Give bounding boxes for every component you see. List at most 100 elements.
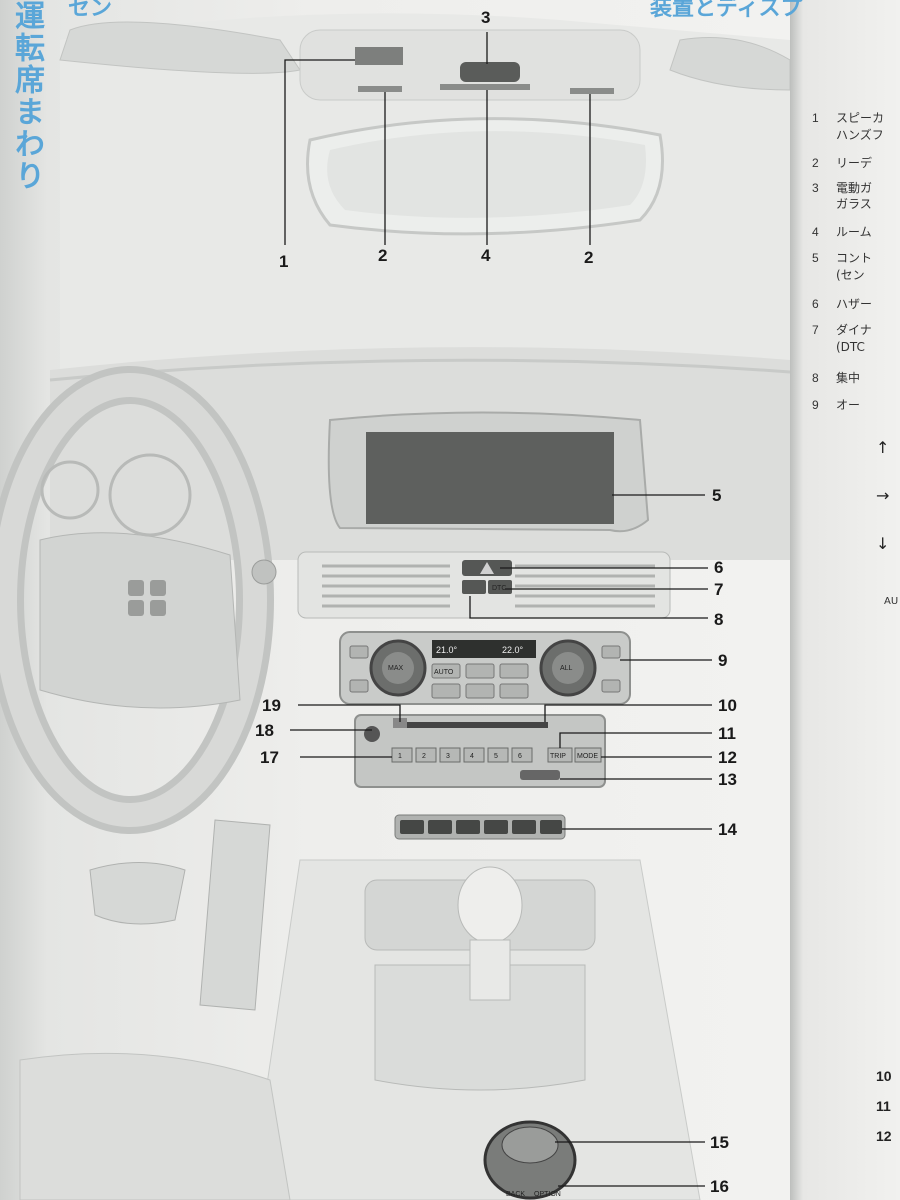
preset-label: 2 [422,753,426,760]
preset-button [415,747,437,763]
reading-light-left [358,86,402,92]
section-heading-right: 装置とディスプ [650,0,803,21]
preset-label: 3 [446,753,450,760]
fan-speed-button [601,679,621,693]
sun-visor-right [669,37,790,91]
mode-button [574,747,602,763]
tune-switch [520,770,560,780]
brake-pedal [89,862,186,925]
callout-18: 18 [255,721,274,740]
wheel-button [150,600,166,616]
gear-shift-boot [374,964,586,1091]
max-label: MAX [388,665,404,672]
climate-knob-left-center [382,652,414,684]
section-heading-left: セン [68,0,113,21]
callout-14: 14 [718,820,737,839]
preset-label: 5 [494,753,498,760]
callout-9: 9 [718,651,728,670]
defrost-button [349,645,369,659]
switch-bank-buttons [400,820,562,834]
ac-button [349,679,369,693]
callout-16: 16 [710,1177,729,1196]
hazard-icon [480,562,494,574]
leader-lines [284,32,712,1187]
callout-5: 5 [712,486,722,505]
climate-knob-right-center [552,652,584,684]
callout-10: 10 [718,696,737,715]
eject-button [393,718,407,728]
legend-item: (セン [836,268,865,282]
recirculation-button [499,663,529,679]
legend-item: ガラス [836,197,872,211]
preset-button [463,747,485,763]
arrow-up-icon: ↑ [876,438,890,457]
control-display-screen [366,432,614,524]
gear-lever-knob [457,866,523,944]
manual-right-page [790,0,900,1200]
climate-button [499,683,529,699]
callout-2: 2 [378,246,388,265]
callout-4: 4 [481,246,491,265]
callout-6: 6 [714,558,724,577]
preset-buttons: 1 2 3 4 5 6 [391,747,533,763]
callout-13: 13 [718,770,737,789]
side-small-text: AU [884,596,899,607]
callout-17: 17 [260,748,279,767]
legend-item: ハンズフ [836,128,884,142]
option-label: OPTION [534,1191,561,1198]
steering-wheel-rim [0,373,267,827]
mode-label: MODE [577,753,598,760]
climate-display [432,640,536,658]
preset-label: 4 [470,753,474,760]
seat-heater-button [431,683,461,699]
rear-defrost-button [601,645,621,659]
callout-12: 12 [718,748,737,767]
chapter-side-title: 運転席まわり [9,0,44,192]
air-vent-right [515,564,655,608]
callout-11: 11 [718,724,736,743]
callout-15: 15 [710,1133,729,1152]
instrument-gauge [40,460,100,520]
all-label: ALL [560,665,573,672]
right-temperature: 22.0° [502,645,524,655]
left-temperature: 21.0° [436,645,458,655]
preset-button [391,747,413,763]
preset-label: 6 [518,753,522,760]
auto-label: AUTO [434,669,454,676]
central-lock-button [462,580,486,594]
climate-button [465,683,495,699]
wheel-button [150,580,166,596]
bottom-number: 11 [876,1098,891,1114]
callout-19: 19 [262,696,281,715]
arrow-right-icon: → [876,486,890,505]
bottom-number: 12 [876,1128,892,1144]
preset-button [511,747,533,763]
sunroof-switch [460,62,520,82]
fan-button [465,663,495,679]
preset-label: 1 [398,753,402,760]
preset-button [487,747,509,763]
bottom-number: 10 [876,1068,892,1084]
reading-light-right [570,88,614,94]
legend-item: (DTC [836,340,865,354]
callout-8: 8 [714,610,724,629]
dtc-label: DTC [492,585,506,592]
cockpit-illustration: DTC MAX ALL 21.0° 22.0° AUTO 1 2 3 4 5 6… [0,13,790,1200]
callout-7: 7 [714,580,724,599]
back-label: BACK [506,1191,525,1198]
cd-slot [398,722,548,728]
auto-button [431,663,461,679]
gear-lever [469,939,511,1001]
driver-seat [19,1052,291,1200]
microphone-speaker [355,47,403,65]
arrow-down-icon: ↓ [876,534,890,553]
wheel-button [128,600,144,616]
instrument-gauge [108,453,192,537]
